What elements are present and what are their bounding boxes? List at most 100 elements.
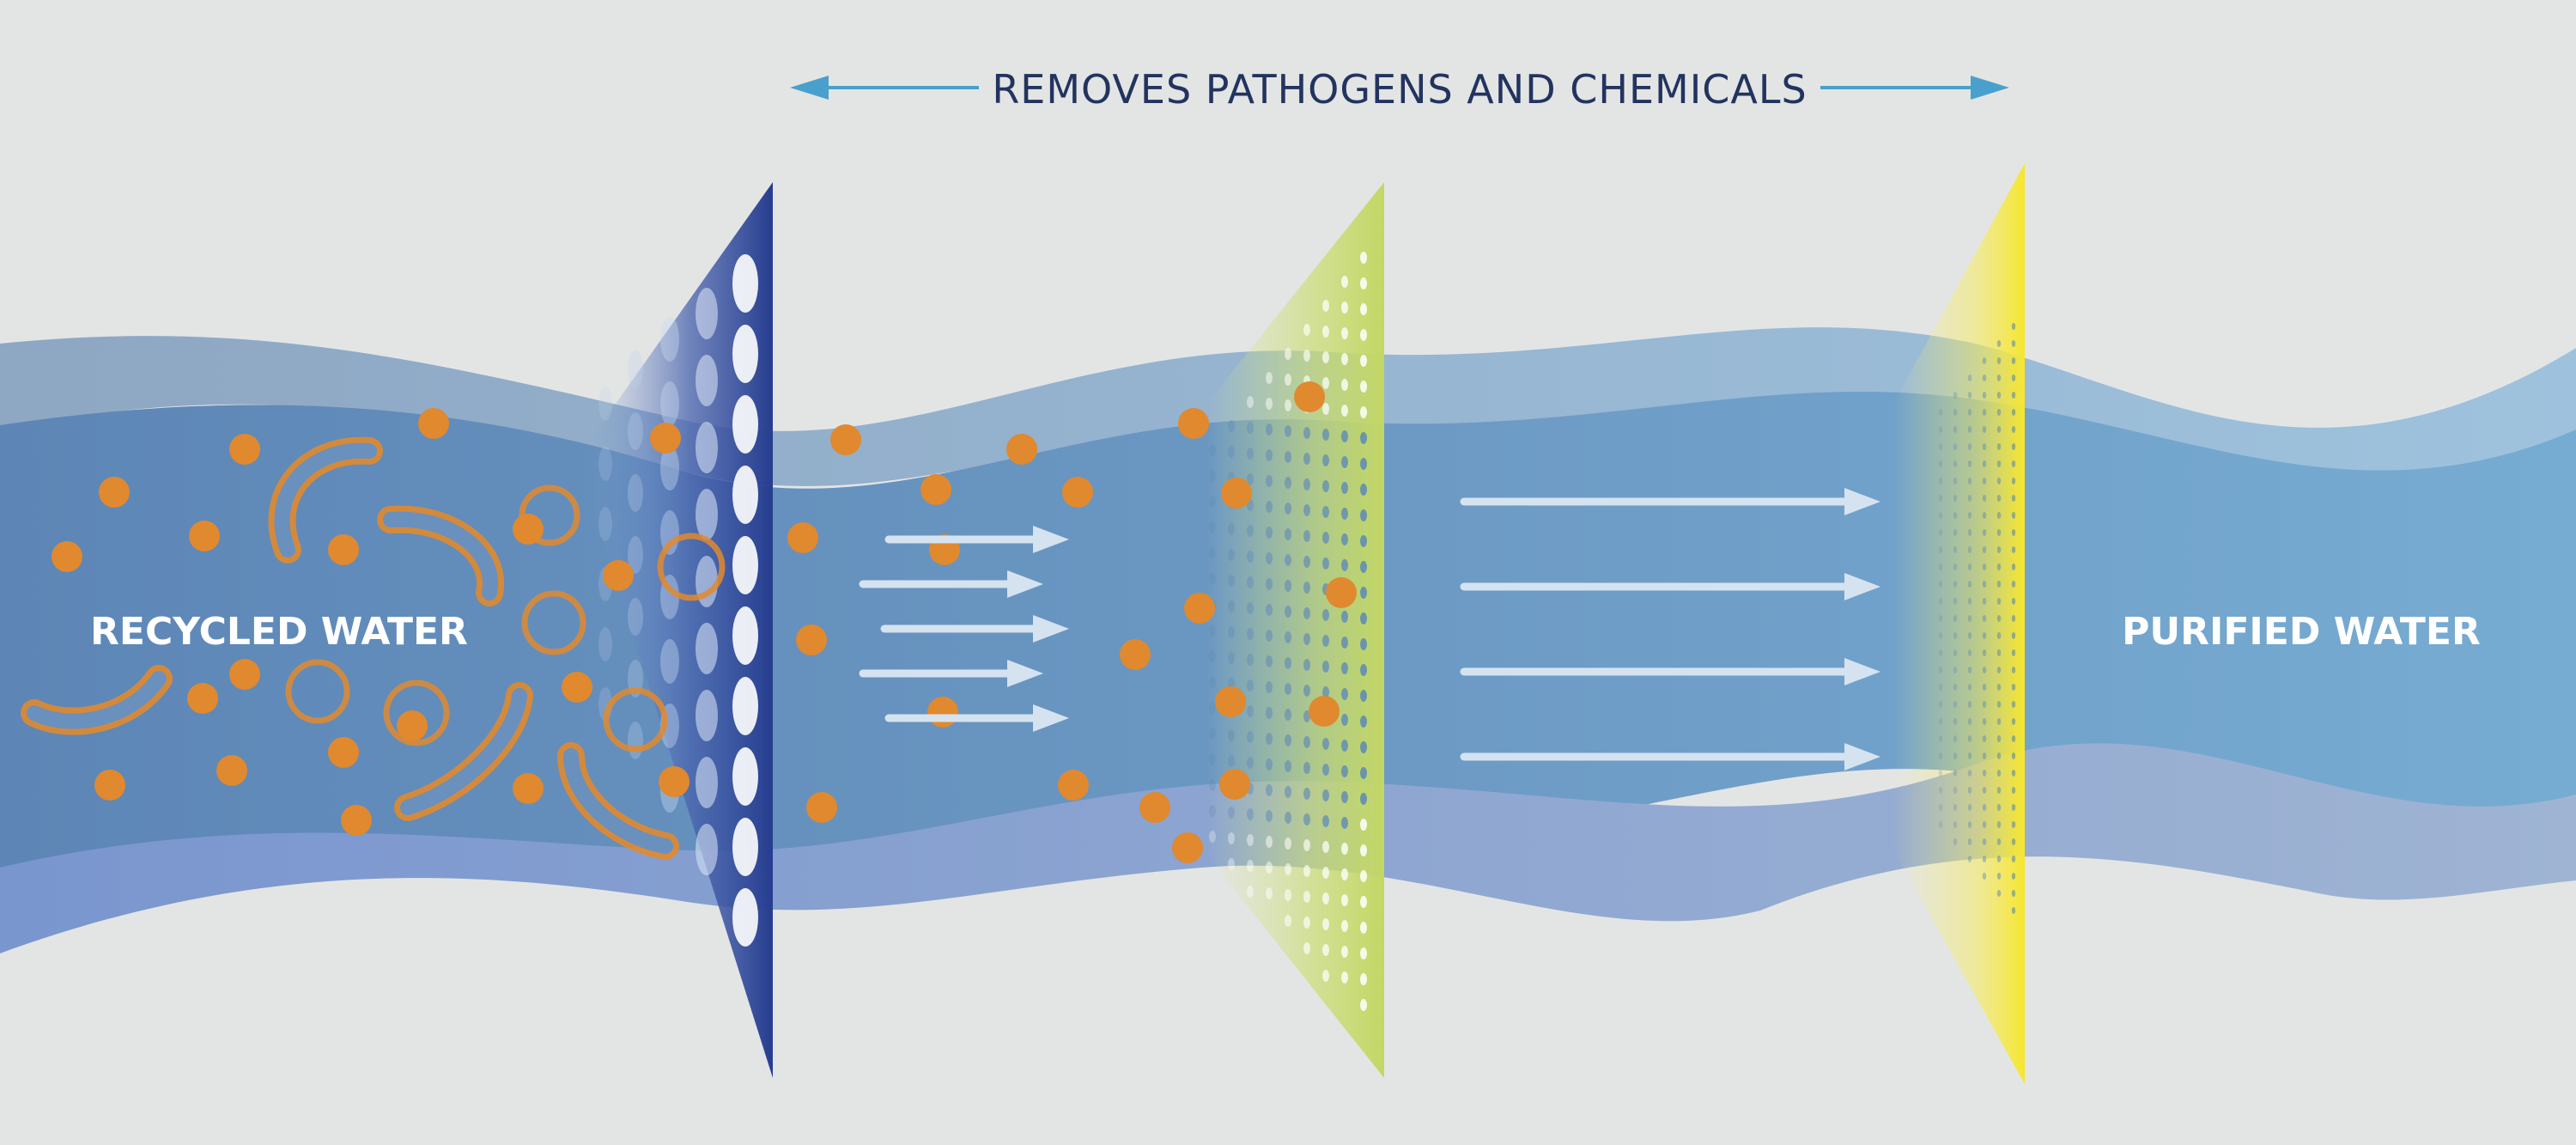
arrow-left-icon xyxy=(790,76,829,100)
filter-pore xyxy=(660,446,679,490)
filter-pore xyxy=(1360,612,1367,624)
filter-pore xyxy=(1938,632,1943,639)
filter-pore xyxy=(1341,765,1348,777)
filter-pore xyxy=(696,355,718,406)
filter-pore xyxy=(1360,844,1367,856)
filter-pore xyxy=(1982,684,1987,691)
filter-pore xyxy=(1285,786,1291,798)
filter-pore xyxy=(1228,626,1235,638)
flow-arrow-head xyxy=(1007,570,1043,598)
chemical-particle-icon xyxy=(1058,770,1089,801)
pathogen-core xyxy=(383,511,499,600)
flow-arrow-head xyxy=(1033,526,1069,553)
filter-pore xyxy=(1996,409,2002,416)
filter-pore xyxy=(1967,804,1972,811)
filter-pore xyxy=(1303,917,1310,929)
filter-pore xyxy=(1953,838,1958,845)
filter-pore xyxy=(1322,944,1329,956)
chemical-particle-icon xyxy=(229,434,260,465)
filter-pore xyxy=(1938,546,1943,553)
filter-pore xyxy=(1982,838,1987,845)
filter-pore xyxy=(1938,581,1943,588)
filter-pore xyxy=(598,507,612,541)
filter-pore xyxy=(2011,443,2016,450)
filter-pore xyxy=(1982,581,1987,588)
filter-pore xyxy=(1209,496,1216,508)
filter-pore xyxy=(1360,509,1367,521)
flow-arrow-head xyxy=(1844,488,1880,515)
filter-pore xyxy=(2011,907,2016,914)
filter-3-holes xyxy=(1938,323,2016,914)
chemical-particle-icon xyxy=(830,424,861,455)
filter-pore xyxy=(1285,606,1291,618)
filter-pore xyxy=(1303,427,1310,439)
filter-pore xyxy=(1303,453,1310,465)
filter-pore xyxy=(1285,683,1291,695)
filter-pore xyxy=(1322,480,1329,492)
filter-pore xyxy=(1982,478,1987,484)
filter-pore xyxy=(1996,821,2002,828)
filter-pore xyxy=(1982,632,1987,639)
filter-pore xyxy=(1360,587,1367,599)
chemical-particle-icon xyxy=(1221,478,1252,509)
filter-pore xyxy=(732,395,758,454)
filter-pore xyxy=(1247,422,1254,434)
chemical-particle-icon xyxy=(418,408,449,439)
filter-pore xyxy=(1996,632,2002,639)
filter-pore xyxy=(1266,372,1273,384)
filter-pore xyxy=(1266,501,1273,513)
filter-pore xyxy=(2011,357,2016,364)
filter-pore xyxy=(1209,753,1216,765)
filter-pore xyxy=(1953,460,1958,467)
filter-pore xyxy=(1967,426,1972,433)
filter-pore xyxy=(1938,512,1943,519)
filter-pore xyxy=(1303,865,1310,877)
label-purified-water: PURIFIED WATER xyxy=(2122,610,2481,654)
pathogen-icon xyxy=(603,687,668,752)
filter-pore xyxy=(1247,602,1254,614)
filter-pore xyxy=(1953,684,1958,691)
filter-pore xyxy=(1247,731,1254,743)
filter-pore xyxy=(1303,839,1310,851)
chemical-particle-icon xyxy=(1120,639,1151,670)
filter-pore xyxy=(1938,667,1943,673)
filter-pore xyxy=(1341,611,1348,623)
title-arrow-right xyxy=(1820,76,2009,100)
filter-pore xyxy=(1322,377,1329,389)
filter-pore xyxy=(1341,456,1348,468)
filter-pore xyxy=(1285,734,1291,746)
filter-pore xyxy=(1967,581,1972,588)
chemical-particle-icon xyxy=(1219,769,1250,800)
filter-pore xyxy=(2011,495,2016,502)
filter-pore xyxy=(1967,838,1972,845)
flow-arrow xyxy=(1460,658,1880,685)
filter-pore xyxy=(1982,787,1987,794)
filter-pore xyxy=(696,824,718,875)
filter-pore xyxy=(1285,477,1291,489)
filter-pore xyxy=(1266,449,1273,461)
filter-pore xyxy=(1982,392,1987,399)
filter-pore xyxy=(1967,409,1972,416)
filter-pore xyxy=(1953,443,1958,450)
filter-pore xyxy=(1341,482,1348,494)
chemical-particle-icon xyxy=(513,514,544,545)
filter-pore xyxy=(1360,793,1367,805)
filter-pore xyxy=(2011,478,2016,484)
filter-pore xyxy=(1982,529,1987,536)
filter-pore xyxy=(1360,638,1367,650)
filter-pore xyxy=(1266,836,1273,848)
filter-pore xyxy=(1360,381,1367,393)
filter-pore xyxy=(1322,609,1329,621)
filter-pore xyxy=(1953,615,1958,622)
chemical-particle-icon xyxy=(806,792,837,823)
filter-pore xyxy=(2011,323,2016,330)
filter-pore xyxy=(1360,355,1367,367)
arrow-right-icon xyxy=(1971,76,2009,100)
filter-pore xyxy=(1322,815,1329,827)
filter-pore xyxy=(696,422,718,473)
chemical-particle-icon xyxy=(1062,477,1093,508)
chemical-particle-icon xyxy=(187,683,218,714)
filter-pore xyxy=(1938,529,1943,536)
chemical-particle-icon xyxy=(1215,686,1246,717)
